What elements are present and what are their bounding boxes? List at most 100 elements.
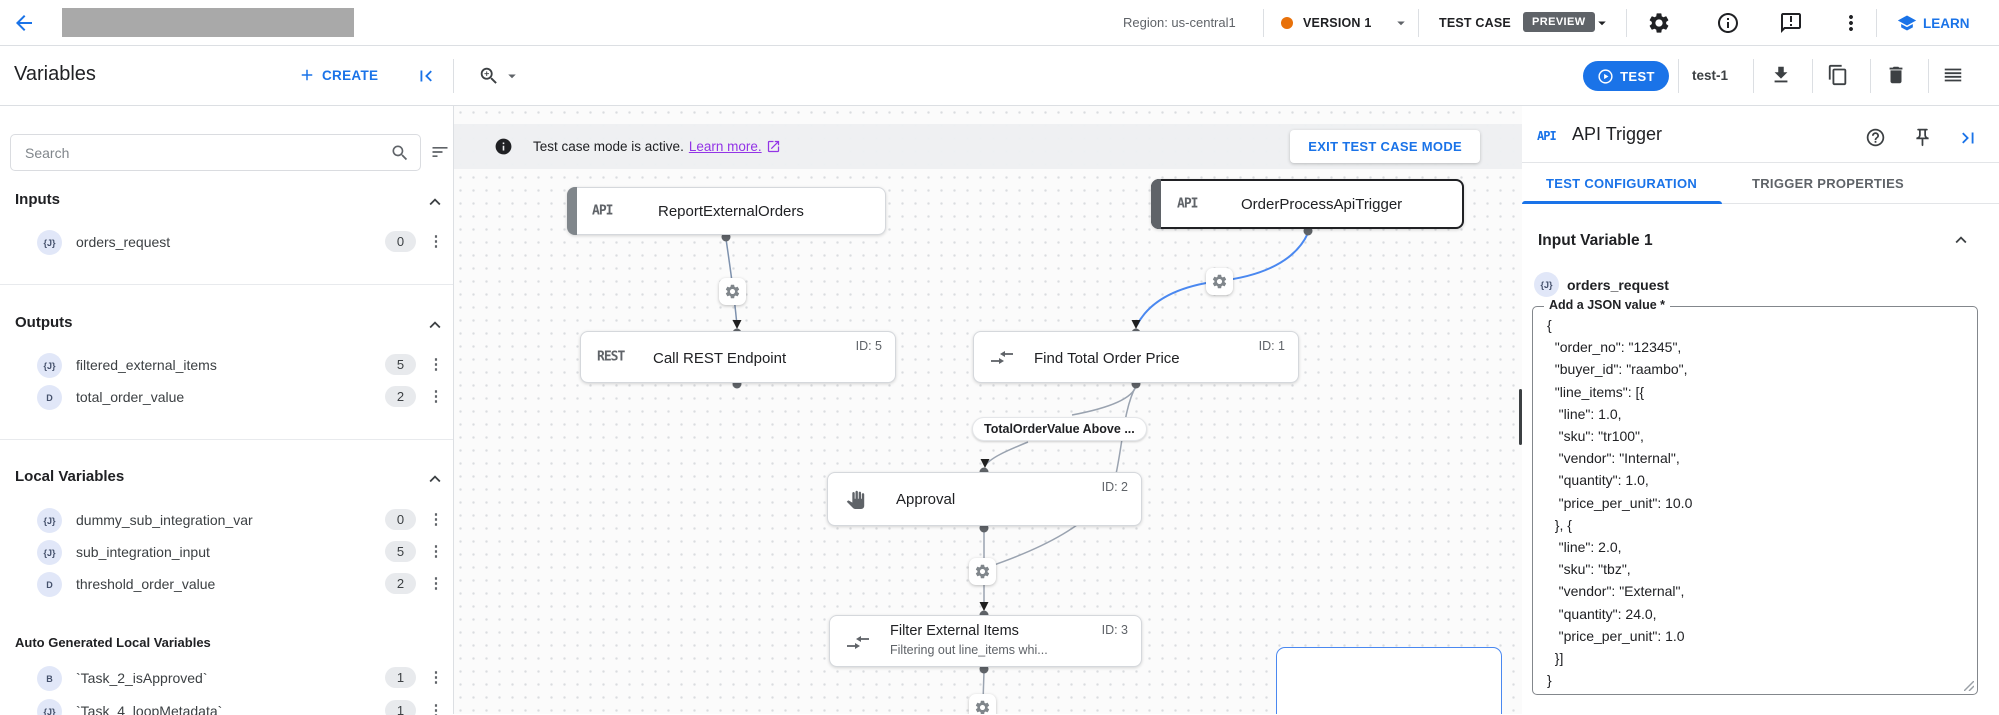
preview-badge: PREVIEW: [1523, 12, 1595, 32]
settings-gear-icon[interactable]: [1647, 11, 1671, 35]
node-find-total-order-price[interactable]: Find Total Order Price ID: 1: [973, 331, 1299, 383]
variable-row[interactable]: {J} sub_integration_input 5 ⋮: [0, 539, 453, 565]
create-variable-button[interactable]: CREATE: [298, 66, 378, 84]
json-type-badge: {J}: [37, 508, 62, 533]
version-dropdown[interactable]: VERSION 1: [1303, 16, 1372, 30]
usage-count-badge: 1: [385, 700, 416, 715]
more-vert-icon[interactable]: ⋮: [428, 543, 444, 560]
test-case-banner: Test case mode is active. Learn more. EX…: [454, 124, 1522, 169]
node-title: OrderProcessApiTrigger: [1241, 196, 1403, 213]
test-case-name[interactable]: test-1: [1692, 68, 1729, 83]
json-type-badge: {J}: [37, 353, 62, 378]
edge-gear-icon[interactable]: [969, 694, 996, 714]
json-type-badge: {J}: [37, 230, 62, 255]
node-subtitle: Filtering out line_items whi...: [890, 643, 1048, 657]
node-call-rest-endpoint[interactable]: REST Call REST Endpoint ID: 5: [580, 331, 896, 383]
delete-trash-icon[interactable]: [1885, 64, 1909, 88]
tab-trigger-properties[interactable]: TRIGGER PROPERTIES: [1752, 176, 1905, 191]
usage-count-badge: 2: [385, 386, 416, 407]
node-approval[interactable]: Approval ID: 2: [827, 472, 1142, 526]
learn-button[interactable]: LEARN: [1897, 13, 1970, 33]
test-button[interactable]: TEST: [1583, 61, 1669, 91]
create-label: CREATE: [322, 67, 379, 83]
learn-more-link[interactable]: Learn more.: [688, 139, 762, 154]
edge-gear-icon[interactable]: [719, 278, 746, 305]
api-type-label: API: [592, 203, 614, 219]
chevron-up-icon[interactable]: [424, 314, 446, 336]
variable-row[interactable]: {J} dummy_sub_integration_var 0 ⋮: [0, 507, 453, 533]
more-vert-icon[interactable]: [1839, 11, 1863, 35]
zoom-in-icon[interactable]: [478, 65, 500, 87]
variable-row[interactable]: {J} orders_request 0 ⋮: [0, 229, 453, 255]
chevron-up-icon[interactable]: [424, 191, 446, 213]
variable-row[interactable]: B `Task_2_isApproved` 1 ⋮: [0, 665, 453, 691]
search-icon[interactable]: [390, 143, 410, 163]
double-type-badge: D: [37, 572, 62, 597]
variable-row[interactable]: D threshold_order_value 2 ⋮: [0, 571, 453, 597]
divider: [1418, 9, 1419, 37]
banner-message: Test case mode is active.: [533, 139, 684, 154]
variable-name: total_order_value: [76, 389, 185, 405]
sort-icon[interactable]: [430, 142, 450, 162]
edge-condition-label[interactable]: TotalOrderValue Above ...: [972, 417, 1147, 441]
usage-count-badge: 2: [385, 573, 416, 594]
reorder-menu-icon[interactable]: [1942, 64, 1966, 88]
collapse-panel-left-icon[interactable]: [415, 65, 437, 87]
test-case-label: TEST CASE: [1439, 16, 1511, 30]
chevron-down-icon[interactable]: [1392, 14, 1410, 32]
active-tab-underline: [1522, 201, 1722, 204]
variables-toolbar: Variables CREATE TEST test-1: [0, 46, 1999, 106]
variable-name: threshold_order_value: [76, 576, 216, 592]
more-vert-icon[interactable]: ⋮: [428, 511, 444, 528]
exit-test-case-mode-button[interactable]: EXIT TEST CASE MODE: [1290, 130, 1480, 163]
variable-row[interactable]: {J} `Task_4_loopMetadata` 1 ⋮: [0, 698, 453, 715]
back-arrow-icon[interactable]: [12, 11, 36, 35]
node-id: ID: 5: [855, 339, 882, 353]
json-type-badge: {J}: [1534, 272, 1559, 297]
data-mapping-icon: [990, 350, 1014, 366]
variable-row[interactable]: {J} filtered_external_items 5 ⋮: [0, 352, 453, 378]
pin-icon[interactable]: [1912, 127, 1933, 148]
panel-variable-name: orders_request: [1567, 277, 1669, 293]
variable-row[interactable]: D total_order_value 2 ⋮: [0, 384, 453, 410]
tab-test-configuration[interactable]: TEST CONFIGURATION: [1546, 176, 1698, 191]
json-value-textarea[interactable]: { "order_no": "12345", "buyer_id": "raam…: [1533, 307, 1977, 694]
edge-gear-icon[interactable]: [1206, 268, 1233, 295]
node-filter-external-items[interactable]: Filter External Items Filtering out line…: [829, 615, 1142, 667]
node-title: Approval: [896, 491, 956, 508]
open-in-new-icon[interactable]: [766, 139, 781, 154]
school-icon: [1897, 13, 1917, 33]
help-icon[interactable]: [1865, 127, 1886, 148]
download-icon[interactable]: [1770, 64, 1794, 88]
approval-hand-icon: [846, 490, 865, 509]
chevron-down-icon[interactable]: [1593, 14, 1611, 32]
chevron-up-icon[interactable]: [1950, 229, 1972, 251]
more-vert-icon[interactable]: ⋮: [428, 575, 444, 592]
more-vert-icon[interactable]: ⋮: [428, 669, 444, 686]
edge-gear-icon[interactable]: [969, 558, 996, 585]
panel-resize-handle[interactable]: [1519, 389, 1522, 445]
collapse-panel-right-icon[interactable]: [1957, 127, 1979, 149]
more-vert-icon[interactable]: ⋮: [428, 356, 444, 373]
more-vert-icon[interactable]: ⋮: [428, 233, 444, 250]
play-circle-icon: [1597, 68, 1614, 85]
copy-icon[interactable]: [1827, 64, 1851, 88]
feedback-icon[interactable]: [1779, 11, 1803, 35]
node-report-external-orders[interactable]: API ReportExternalOrders: [567, 187, 886, 235]
integration-canvas[interactable]: Test case mode is active. Learn more. EX…: [454, 106, 1522, 714]
node-order-process-api-trigger[interactable]: API OrderProcessApiTrigger: [1151, 179, 1464, 229]
info-icon[interactable]: [1716, 11, 1740, 35]
node-title: Call REST Endpoint: [653, 350, 787, 367]
learn-label: LEARN: [1923, 15, 1970, 31]
more-vert-icon[interactable]: ⋮: [428, 702, 444, 715]
resize-grip-icon[interactable]: [1964, 681, 1974, 691]
rest-type-label: REST: [597, 349, 625, 365]
chevron-up-icon[interactable]: [424, 468, 446, 490]
section-title-outputs: Outputs: [15, 314, 73, 331]
more-vert-icon[interactable]: ⋮: [428, 388, 444, 405]
chevron-down-icon[interactable]: [503, 67, 521, 85]
highlighted-node-placeholder[interactable]: [1276, 647, 1502, 714]
variable-name: dummy_sub_integration_var: [76, 512, 253, 528]
search-input[interactable]: [25, 144, 390, 161]
